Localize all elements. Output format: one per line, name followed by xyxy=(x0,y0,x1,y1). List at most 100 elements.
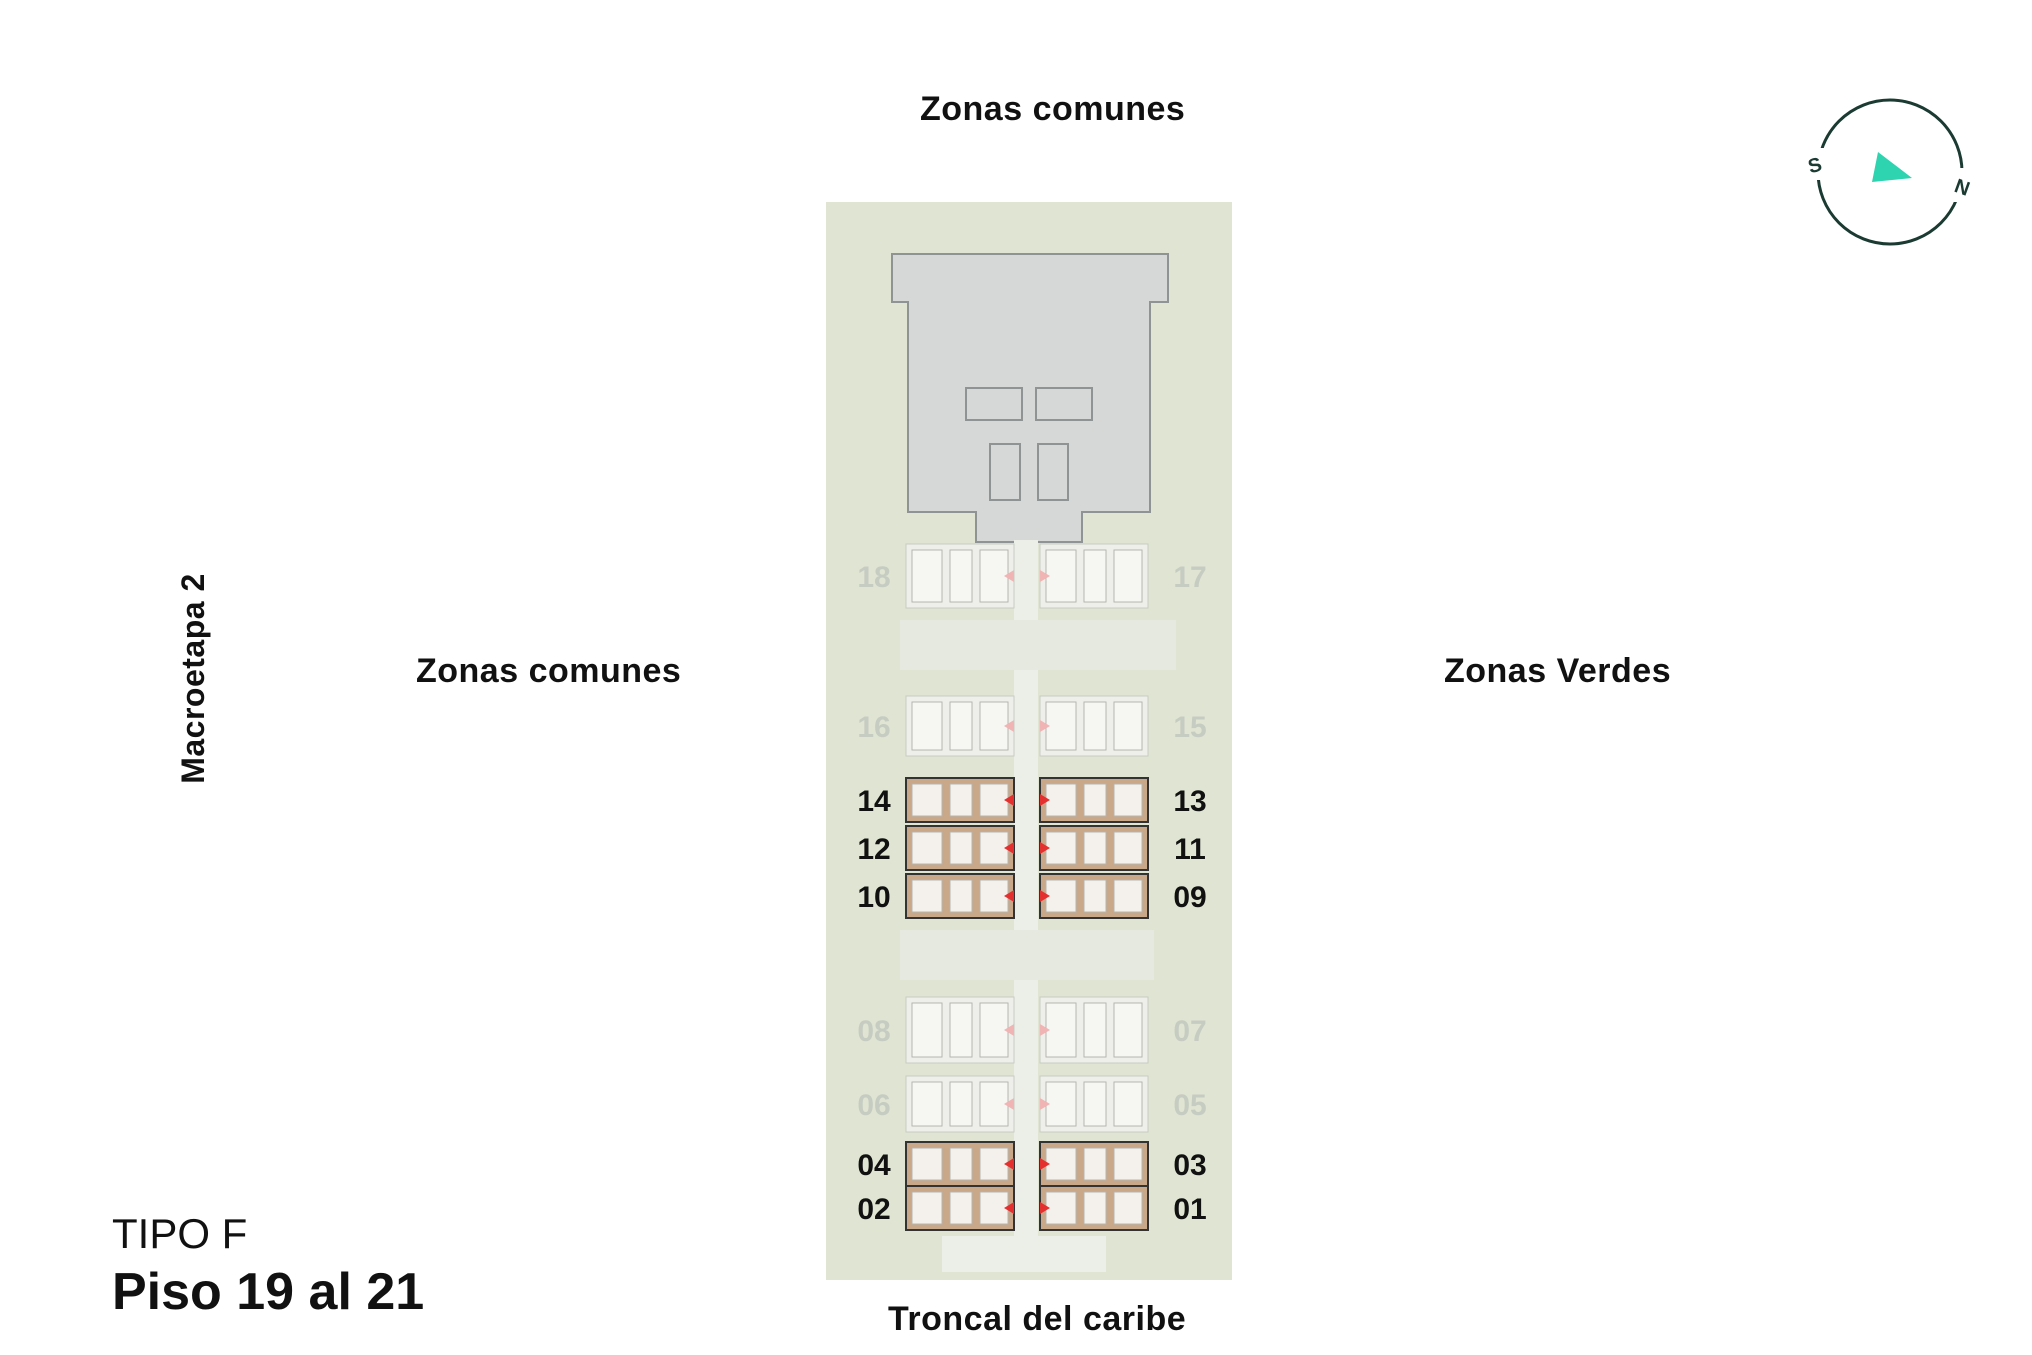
room xyxy=(911,1081,943,1127)
entry-arrow-icon xyxy=(1040,1158,1050,1170)
label-left-common-zones: Zonas comunes xyxy=(416,652,682,690)
room xyxy=(949,549,973,603)
unit-04: 04 xyxy=(857,1141,1015,1187)
building-detail xyxy=(989,443,1021,501)
unit-18: 18 xyxy=(857,543,1015,609)
room xyxy=(1113,879,1143,913)
entry-arrow-icon xyxy=(1040,1098,1050,1110)
compass-south-label: S xyxy=(1806,154,1825,179)
unit-number-label: 09 xyxy=(1173,881,1206,914)
unit-number-label: 10 xyxy=(857,881,890,914)
unit-number-label: 13 xyxy=(1173,785,1206,818)
compass-icon: S N xyxy=(1804,98,1973,246)
entry-arrow-icon xyxy=(1004,1024,1014,1036)
room xyxy=(1045,879,1077,913)
unit-number-label: 06 xyxy=(857,1089,890,1122)
room xyxy=(979,1191,1009,1225)
room xyxy=(1113,783,1143,817)
floor-range-title: Piso 19 al 21 xyxy=(112,1263,425,1321)
unit-number-label: 12 xyxy=(857,833,890,866)
room xyxy=(1045,783,1077,817)
unit-03: 03 xyxy=(1039,1141,1207,1187)
unit-number-label: 17 xyxy=(1173,561,1206,594)
room xyxy=(979,831,1009,865)
unit-number-label: 02 xyxy=(857,1193,890,1226)
room xyxy=(911,879,943,913)
room xyxy=(949,831,973,865)
room xyxy=(1083,783,1107,817)
unit-number-label: 14 xyxy=(857,785,891,818)
room xyxy=(911,701,943,751)
room xyxy=(911,1147,943,1181)
unit-number-label: 04 xyxy=(857,1149,891,1182)
room xyxy=(1045,1147,1077,1181)
entry-arrow-icon xyxy=(1004,1158,1014,1170)
room xyxy=(979,1081,1009,1127)
room xyxy=(1045,831,1077,865)
room xyxy=(1113,831,1143,865)
entry-arrow-icon xyxy=(1040,720,1050,732)
room xyxy=(911,831,943,865)
unit-06: 06 xyxy=(857,1075,1015,1133)
room xyxy=(979,783,1009,817)
walkway xyxy=(900,930,1154,980)
unit-number-label: 07 xyxy=(1173,1015,1206,1048)
entry-arrow-icon xyxy=(1040,570,1050,582)
room xyxy=(1083,879,1107,913)
entry-arrow-icon xyxy=(1040,1024,1050,1036)
unit-number-label: 15 xyxy=(1173,711,1206,744)
room xyxy=(1113,701,1143,751)
compass-north-label: N xyxy=(1951,175,1972,201)
walkway xyxy=(900,620,1176,670)
room xyxy=(1083,701,1107,751)
amenity-building xyxy=(891,253,1169,543)
room xyxy=(911,1191,943,1225)
room xyxy=(1045,549,1077,603)
unit-14: 14 xyxy=(857,777,1015,823)
building-detail xyxy=(1037,443,1069,501)
room xyxy=(1045,1081,1077,1127)
unit-13: 13 xyxy=(1039,777,1207,823)
unit-17: 17 xyxy=(1039,543,1207,609)
room xyxy=(1083,1002,1107,1058)
unit-10: 10 xyxy=(857,873,1015,919)
room xyxy=(1045,1002,1077,1058)
room xyxy=(949,879,973,913)
unit-02: 02 xyxy=(857,1185,1015,1231)
room xyxy=(949,1002,973,1058)
entrance-path xyxy=(942,1236,1106,1272)
room xyxy=(949,1147,973,1181)
entry-arrow-icon xyxy=(1004,570,1014,582)
room xyxy=(979,879,1009,913)
building-detail xyxy=(1035,387,1093,421)
unit-01: 01 xyxy=(1039,1185,1207,1231)
entry-arrow-icon xyxy=(1004,1202,1014,1214)
building-detail xyxy=(965,387,1023,421)
room xyxy=(979,701,1009,751)
entry-arrow-icon xyxy=(1004,794,1014,806)
unit-number-label: 05 xyxy=(1173,1089,1206,1122)
room xyxy=(911,1002,943,1058)
label-top-common-zones: Zonas comunes xyxy=(920,90,1186,128)
room xyxy=(1083,549,1107,603)
unit-07: 07 xyxy=(1039,996,1207,1064)
unit-09: 09 xyxy=(1039,873,1207,919)
entry-arrow-icon xyxy=(1004,842,1014,854)
room xyxy=(1113,1002,1143,1058)
room xyxy=(1083,1081,1107,1127)
unit-number-label: 11 xyxy=(1174,833,1206,866)
room xyxy=(1083,1147,1107,1181)
unit-11: 11 xyxy=(1039,825,1206,871)
entry-arrow-icon xyxy=(1004,720,1014,732)
unit-number-label: 18 xyxy=(857,561,890,594)
room xyxy=(1113,1081,1143,1127)
unit-type-title: TIPO F xyxy=(112,1210,248,1257)
unit-08: 08 xyxy=(857,996,1015,1064)
unit-number-label: 08 xyxy=(857,1015,890,1048)
unit-number-label: 16 xyxy=(857,711,890,744)
room xyxy=(1045,1191,1077,1225)
room xyxy=(1083,1191,1107,1225)
entry-arrow-icon xyxy=(1004,1098,1014,1110)
unit-16: 16 xyxy=(857,695,1015,757)
